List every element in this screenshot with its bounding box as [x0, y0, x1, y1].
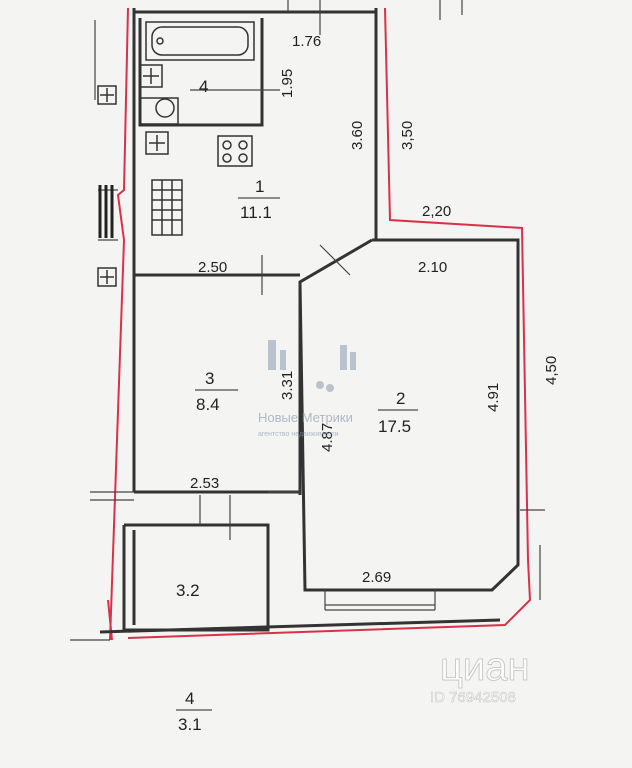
dim-2-50: 2.50: [198, 259, 227, 276]
detail-lines: [70, 0, 545, 641]
radiator-icon: [151, 179, 183, 236]
room-2-area: 17.5: [378, 417, 411, 436]
room-3-area: 8.4: [196, 395, 220, 414]
cian-logo: циан: [440, 645, 530, 689]
dim-1-95: 1.95: [279, 69, 296, 98]
window-hatch: [98, 185, 114, 238]
balcony-area: 3.2: [176, 581, 200, 600]
walls: [99, 8, 520, 634]
dim-2-69: 2.69: [362, 569, 391, 586]
buildings-icon: [268, 340, 356, 392]
dim-4-87: 4.87: [319, 423, 336, 452]
dim-2-10: 2.10: [418, 259, 447, 276]
dim-3-31: 3.31: [279, 371, 296, 400]
room-4b-number: 4: [185, 689, 194, 708]
dim-2-20: 2,20: [422, 203, 451, 220]
room-3-number: 3: [205, 369, 214, 388]
dim-2-53: 2.53: [190, 475, 219, 492]
room-4b-area: 3.1: [178, 715, 202, 734]
dim-4-50: 4,50: [543, 356, 560, 385]
agency-name: Новые Метрики: [258, 410, 353, 425]
room-4-number: 4: [199, 77, 208, 96]
apartment-outline: [107, 7, 532, 641]
room-1-number: 1: [255, 177, 264, 196]
listing-id: ID 76942508: [430, 689, 516, 706]
dim-3-60: 3.60: [349, 121, 366, 150]
stove-icon: [217, 135, 253, 167]
dim-1-76: 1.76: [292, 33, 321, 50]
vent-icon: [97, 64, 169, 287]
dim-4-91: 4.91: [485, 383, 502, 412]
agency-subtitle: агентство недвижимости: [258, 431, 339, 438]
bathtub-icon: [145, 21, 255, 61]
room-1-area: 11.1: [240, 203, 272, 222]
agency-watermark: Новые Метрики агентство недвижимости: [258, 340, 356, 438]
sink-icon: [139, 97, 179, 125]
dim-3-50: 3,50: [399, 121, 416, 150]
listing-watermark: циан ID 76942508: [430, 645, 530, 707]
room-2-number: 2: [396, 389, 405, 408]
